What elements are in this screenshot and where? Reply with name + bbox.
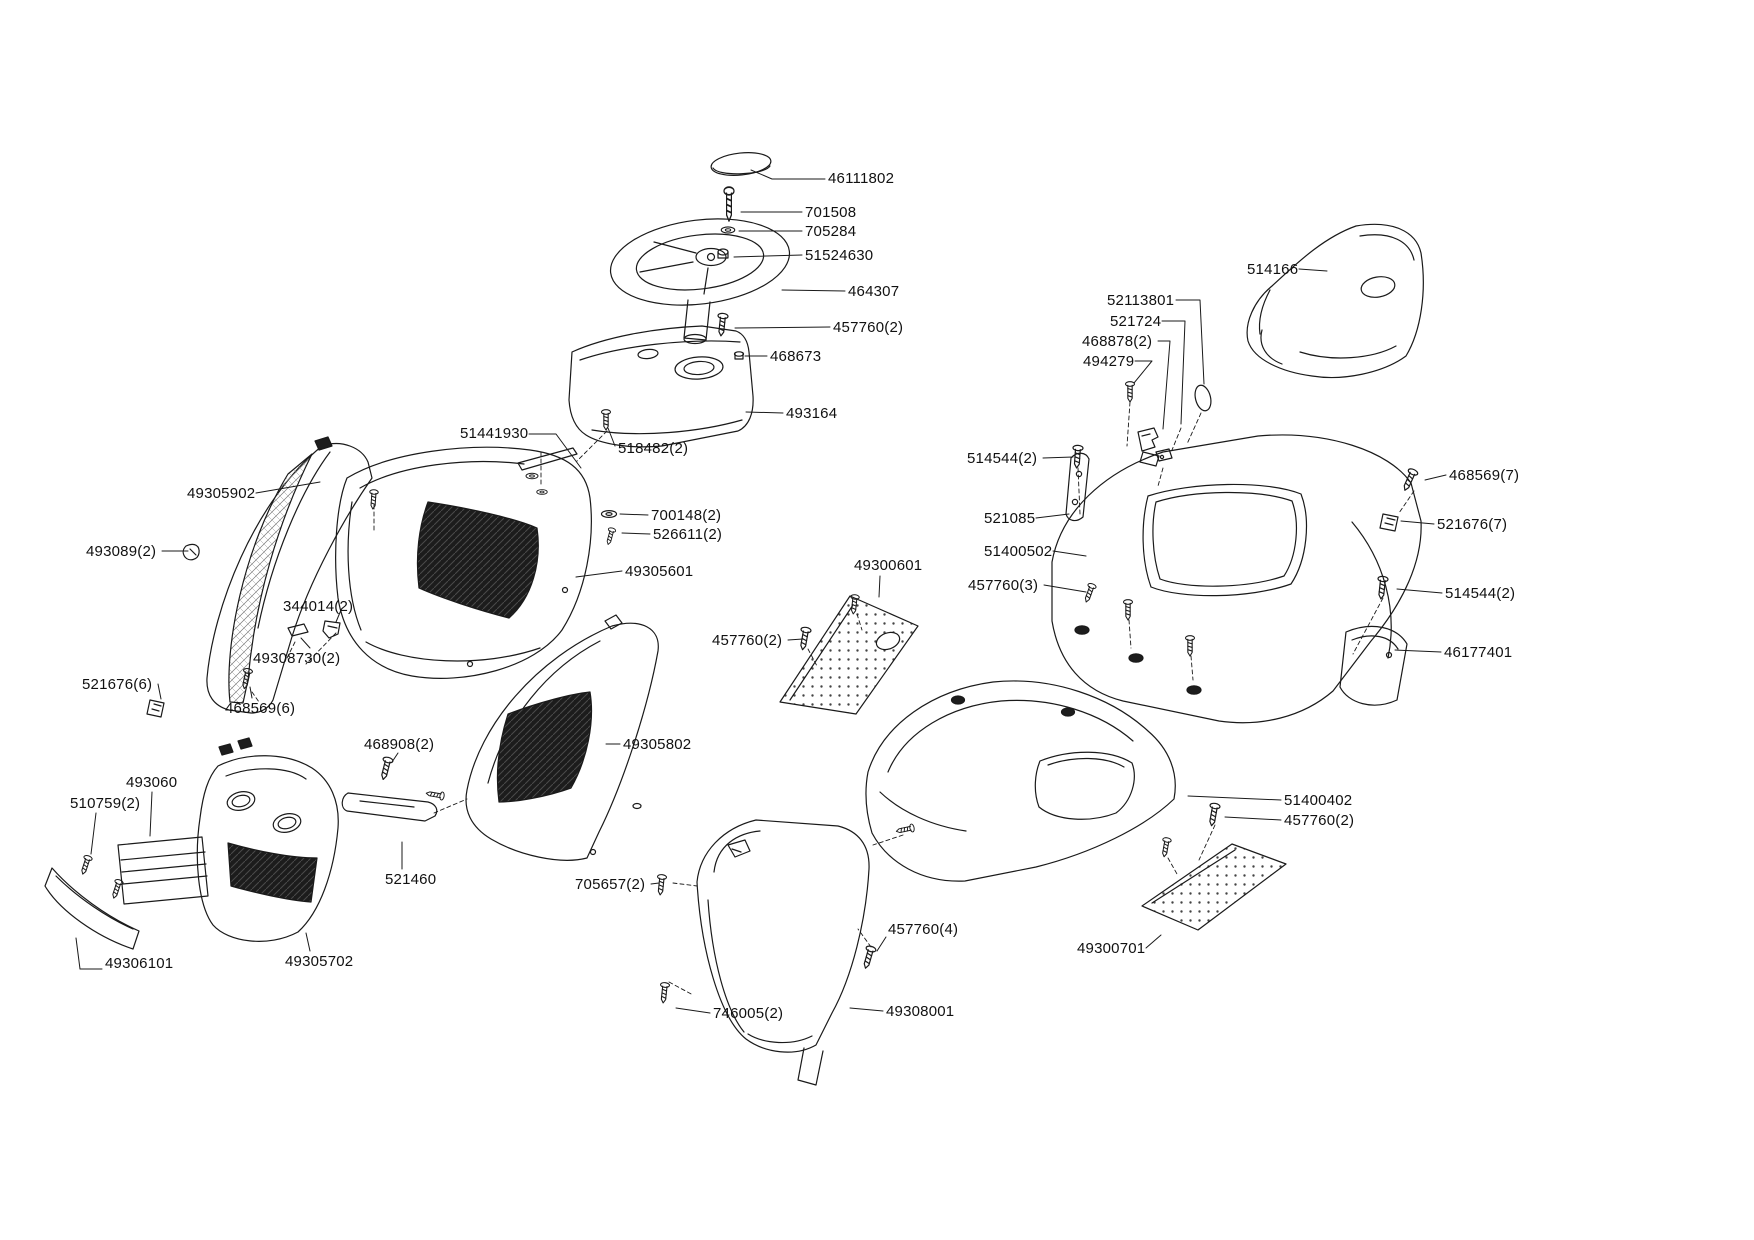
seat-drawing <box>1246 223 1424 379</box>
part-label-457760-steering: 457760(2) <box>833 319 904 336</box>
side-panel-right-drawing <box>465 614 659 861</box>
part-label-514544-right: 514544(2) <box>1445 585 1516 602</box>
part-label-493089: 493089(2) <box>86 543 157 560</box>
part-label-49305702: 49305702 <box>285 953 354 970</box>
part-label-49300701: 49300701 <box>1077 940 1146 957</box>
right-fasteners-drawing <box>1339 466 1420 706</box>
part-label-494279: 494279 <box>1083 353 1135 370</box>
footrest-right-drawing <box>1141 801 1287 931</box>
part-label-457760-3: 457760(3) <box>968 577 1039 594</box>
part-label-51400402: 51400402 <box>1284 792 1353 809</box>
part-label-457760-4: 457760(4) <box>888 921 959 938</box>
part-label-46177401: 46177401 <box>1444 644 1513 661</box>
top-right-fasteners-drawing <box>1065 381 1212 522</box>
part-label-493060: 493060 <box>126 774 178 791</box>
part-label-49308730: 49308730(2) <box>253 650 341 667</box>
part-label-746005: 746005(2) <box>713 1005 784 1022</box>
part-label-457760-footrest: 457760(2) <box>712 632 783 649</box>
part-label-49306101: 49306101 <box>105 955 174 972</box>
part-label-705657: 705657(2) <box>575 876 646 893</box>
part-label-steering-cap: 46111802 <box>828 170 895 187</box>
part-label-49305902: 49305902 <box>187 485 256 502</box>
part-label-457760-rear: 457760(2) <box>1284 812 1355 829</box>
part-label-468569-7: 468569(7) <box>1449 467 1520 484</box>
steering-assembly-drawing <box>609 152 791 360</box>
part-label-344014: 344014(2) <box>283 598 354 615</box>
part-label-steering-hub: 51524630 <box>805 247 874 264</box>
seat-deck-drawing <box>1051 434 1422 724</box>
rear-body-drawing <box>865 680 1176 882</box>
part-label-510759: 510759(2) <box>70 795 141 812</box>
part-label-468673: 468673 <box>770 348 822 365</box>
part-label-51441930: 51441930 <box>460 425 529 442</box>
grille-493060-drawing <box>117 836 209 905</box>
inner-fender-drawing <box>655 819 916 1086</box>
part-label-49305802: 49305802 <box>623 736 692 753</box>
dash-console-drawing <box>568 325 754 448</box>
part-label-518482: 518482(2) <box>618 440 689 457</box>
bumper-49306101-drawing <box>44 854 140 950</box>
part-label-526611: 526611(2) <box>653 526 723 543</box>
bracket-521460-drawing <box>341 755 446 822</box>
part-label-514544-left: 514544(2) <box>967 450 1038 467</box>
part-label-49308001: 49308001 <box>886 1003 955 1020</box>
hood-top-drawing <box>335 446 618 679</box>
part-label-521460: 521460 <box>385 871 437 888</box>
part-label-521676-7: 521676(7) <box>1437 516 1508 533</box>
part-label-521085: 521085 <box>984 510 1036 527</box>
hood-trim-drawing <box>517 447 578 495</box>
part-label-52113801: 52113801 <box>1107 292 1175 309</box>
part-label-49300601: 49300601 <box>854 557 923 574</box>
part-label-514166: 514166 <box>1247 261 1299 278</box>
side-panel-left-drawing <box>206 436 379 714</box>
part-label-51400502: 51400502 <box>984 543 1053 560</box>
part-label-521724: 521724 <box>1110 313 1162 330</box>
part-label-521676-6: 521676(6) <box>82 676 153 693</box>
front-panel-drawing <box>196 737 339 942</box>
part-label-steering-screw: 701508 <box>805 204 857 221</box>
part-label-468569-6: 468569(6) <box>225 700 296 717</box>
part-label-steering-wheel: 464307 <box>848 283 900 300</box>
footrest-left-drawing <box>779 593 919 715</box>
part-label-49305601: 49305601 <box>625 563 694 580</box>
part-label-468908: 468908(2) <box>364 736 435 753</box>
assembly-dashed-lines <box>251 401 1415 996</box>
part-label-steering-washer: 705284 <box>805 223 857 240</box>
leader-lines <box>75 169 1447 1014</box>
part-label-700148: 700148(2) <box>651 507 722 524</box>
part-label-468878: 468878(2) <box>1082 333 1153 350</box>
part-label-493164: 493164 <box>786 405 838 422</box>
